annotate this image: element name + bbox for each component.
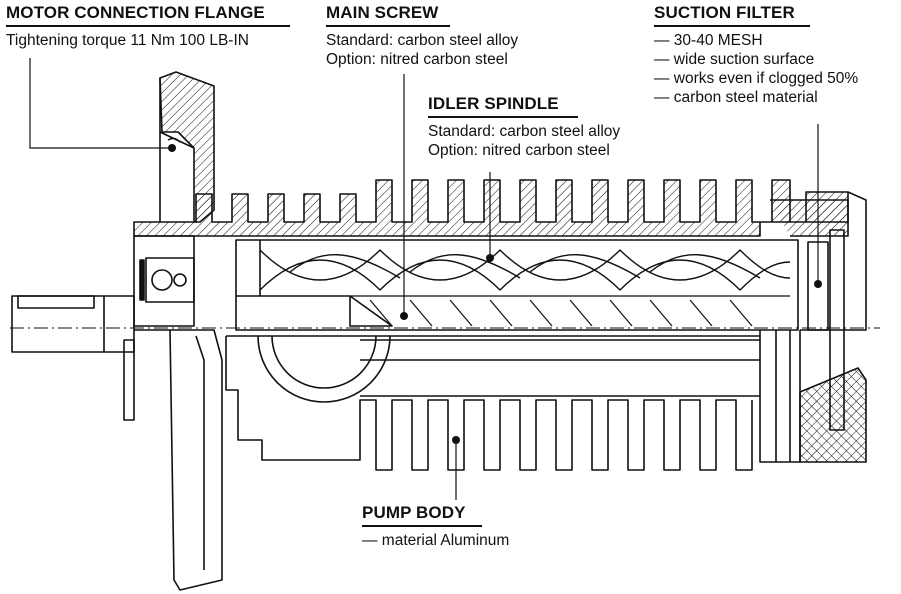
idler-spindle-line-2: Option: nitred carbon steel — [428, 142, 610, 159]
motor-flange-line-1: Tightening torque 11 Nm 100 LB-IN — [6, 32, 249, 49]
filter-mesh — [799, 367, 867, 463]
suction-filter-underline — [654, 25, 810, 27]
idler-spindle-title: IDLER SPINDLE — [428, 94, 559, 113]
main-screw-label: MAIN SCREW Standard: carbon steel alloy … — [326, 3, 518, 69]
main-screw-line-1: Standard: carbon steel alloy — [326, 32, 519, 49]
flange-top — [159, 71, 215, 223]
motor-flange-label: MOTOR CONNECTION FLANGE Tightening torqu… — [6, 3, 265, 50]
main-screw-title: MAIN SCREW — [326, 3, 439, 22]
screw-chamber — [235, 239, 799, 331]
bearing — [145, 257, 195, 303]
motor-flange-underline — [6, 25, 290, 27]
upper-housing — [133, 179, 849, 237]
lower-body — [225, 336, 753, 471]
main-screw-helix — [259, 249, 791, 291]
pump-body-label: PUMP BODY — material Aluminum — [362, 503, 509, 550]
leader-dots — [168, 144, 822, 444]
suction-filter-title: SUCTION FILTER — [654, 3, 795, 22]
idler-spindle-line-1: Standard: carbon steel alloy — [428, 123, 621, 140]
motor-flange-title: MOTOR CONNECTION FLANGE — [6, 3, 265, 22]
suction-filter-line-1: — 30-40 MESH — [654, 32, 763, 49]
suction-filter-line-4: — carbon steel material — [654, 89, 818, 106]
shaft — [11, 295, 135, 353]
suction-filter-line-3: — works even if clogged 50% — [654, 70, 859, 87]
flange-bottom — [134, 329, 223, 591]
key — [17, 295, 95, 309]
suction-filter-label: SUCTION FILTER — 30-40 MESH — wide sucti… — [654, 3, 858, 107]
pump-body-line-1: — material Aluminum — [362, 532, 510, 549]
pump-body-underline — [362, 525, 482, 527]
idler-spindle-helix — [350, 295, 790, 327]
idler-spindle-label: IDLER SPINDLE Standard: carbon steel all… — [428, 94, 620, 160]
main-screw-underline — [326, 25, 450, 27]
idler-socket — [257, 335, 391, 403]
idler-spindle-underline — [428, 116, 578, 118]
suction-filter-line-2: — wide suction surface — [654, 51, 815, 68]
main-screw-line-2: Option: nitred carbon steel — [326, 51, 508, 68]
pump-body-title: PUMP BODY — [362, 503, 466, 522]
leader-lines — [29, 58, 819, 500]
